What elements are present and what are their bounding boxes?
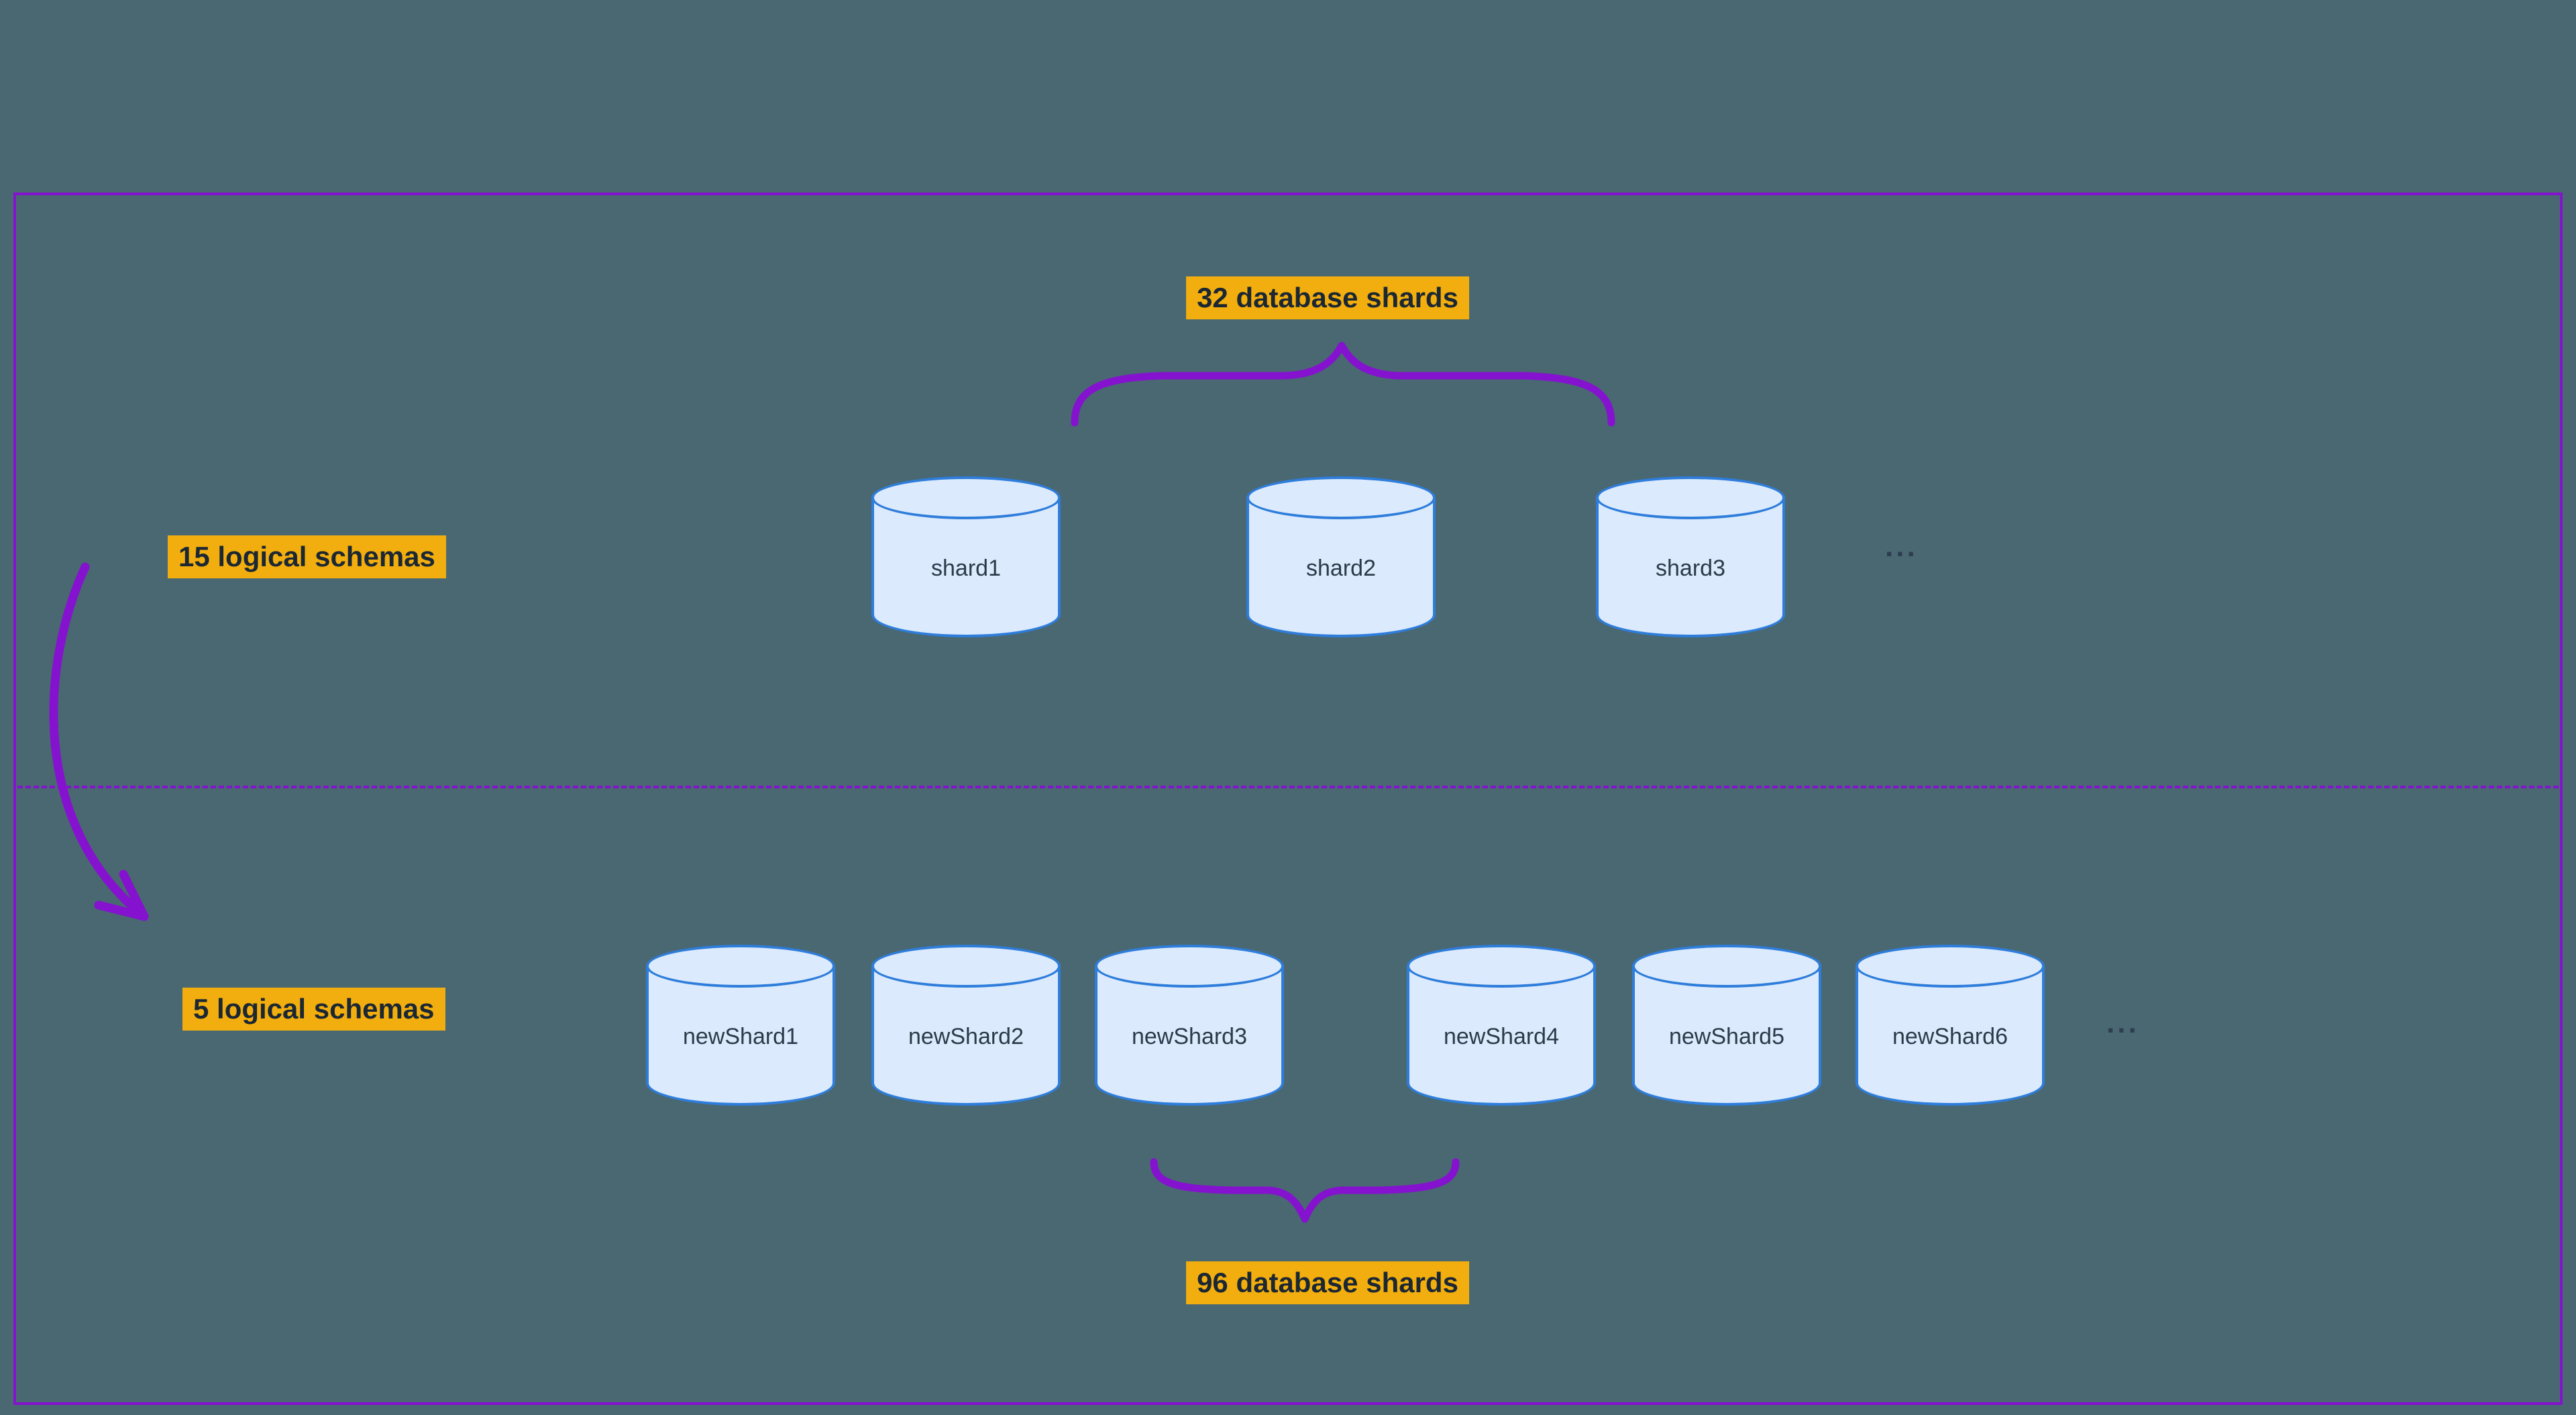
database-cylinder: newShard1: [646, 945, 835, 1106]
shard-name-label: newShard1: [682, 1024, 798, 1049]
cylinder-top-ellipse: [871, 476, 1061, 519]
cylinder-body: [1856, 966, 2045, 1106]
cylinder-top-ellipse: [1095, 945, 1284, 988]
shard-name-label: newShard6: [1892, 1024, 2008, 1049]
curly-brace-top: [1071, 342, 1615, 427]
database-cylinder: shard2: [1246, 476, 1436, 637]
shard-name-label: shard2: [1306, 556, 1376, 581]
database-cylinder: newShard2: [871, 945, 1061, 1106]
cylinder-body: [1596, 498, 1785, 637]
cylinder-top-ellipse: [1856, 945, 2045, 988]
before-shard-count-label: 32 database shards: [1186, 276, 1469, 320]
cylinder-body: [1095, 966, 1284, 1106]
database-cylinder: newShard5: [1632, 945, 1821, 1106]
shard-name-label: newShard2: [908, 1024, 1024, 1049]
before-schema-count-label: 15 logical schemas: [168, 535, 446, 579]
before-ellipsis: ...: [1885, 530, 1918, 563]
curly-brace-bottom: [1150, 1158, 1460, 1223]
shard-name-label: newShard5: [1668, 1024, 1784, 1049]
database-cylinder: shard1: [871, 476, 1061, 637]
cylinder-top-ellipse: [646, 945, 835, 988]
database-cylinder: newShard4: [1407, 945, 1596, 1106]
shard-name-label: newShard3: [1131, 1024, 1247, 1049]
cylinder-body: [871, 498, 1061, 637]
cylinder-body: [646, 966, 835, 1106]
migration-arrow: [49, 562, 149, 921]
cylinder-top-ellipse: [1407, 945, 1596, 988]
cylinder-top-ellipse: [1632, 945, 1821, 988]
database-cylinder: shard3: [1596, 476, 1785, 637]
shard-name-label: shard3: [1656, 556, 1725, 581]
diagram-boundary-rect: [13, 193, 2563, 1405]
shard-name-label: shard1: [931, 556, 1001, 581]
cylinder-body: [871, 966, 1061, 1106]
shard-name-label: newShard4: [1443, 1024, 1559, 1049]
cylinder-top-ellipse: [871, 945, 1061, 988]
cylinder-top-ellipse: [1596, 476, 1785, 519]
database-cylinder: newShard6: [1856, 945, 2045, 1106]
cylinder-body: [1407, 966, 1596, 1106]
section-divider-dashed-line: [17, 786, 2559, 788]
cylinder-body: [1632, 966, 1821, 1106]
database-cylinder: newShard3: [1095, 945, 1284, 1106]
after-ellipsis: ...: [2106, 1006, 2139, 1039]
cylinder-top-ellipse: [1246, 476, 1436, 519]
after-shard-count-label: 96 database shards: [1186, 1261, 1469, 1305]
cylinder-body: [1246, 498, 1436, 637]
after-schema-count-label: 5 logical schemas: [182, 988, 445, 1031]
